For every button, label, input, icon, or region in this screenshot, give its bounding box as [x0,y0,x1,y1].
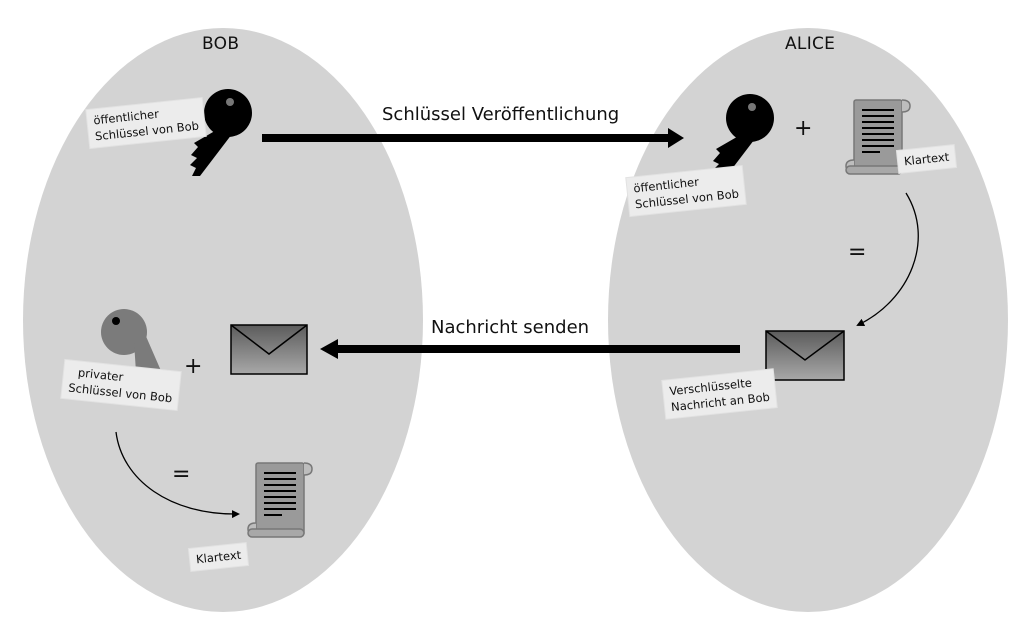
alice-plus-sign: + [794,116,813,141]
alice-title: ALICE [785,34,836,54]
bob-ellipse [23,28,423,612]
key-publication-caption: Schlüssel Veröffentlichung [382,104,620,125]
bob-equals-sign: = [172,462,191,487]
bob-curved-arrow [115,431,240,519]
key-publication-arrow [262,128,684,148]
alice-curved-arrow [856,192,919,326]
bob-envelope-icon [230,324,308,375]
bob-plaintext-scroll-icon [247,462,313,538]
bob-plus-sign: + [184,354,203,379]
bob-title: BOB [202,34,240,54]
bob-public-key-icon [190,89,252,176]
alice-equals-sign: = [848,240,867,265]
send-message-caption: Nachricht senden [431,317,590,338]
send-message-arrow [320,339,740,359]
alice-envelope-icon [765,330,845,381]
